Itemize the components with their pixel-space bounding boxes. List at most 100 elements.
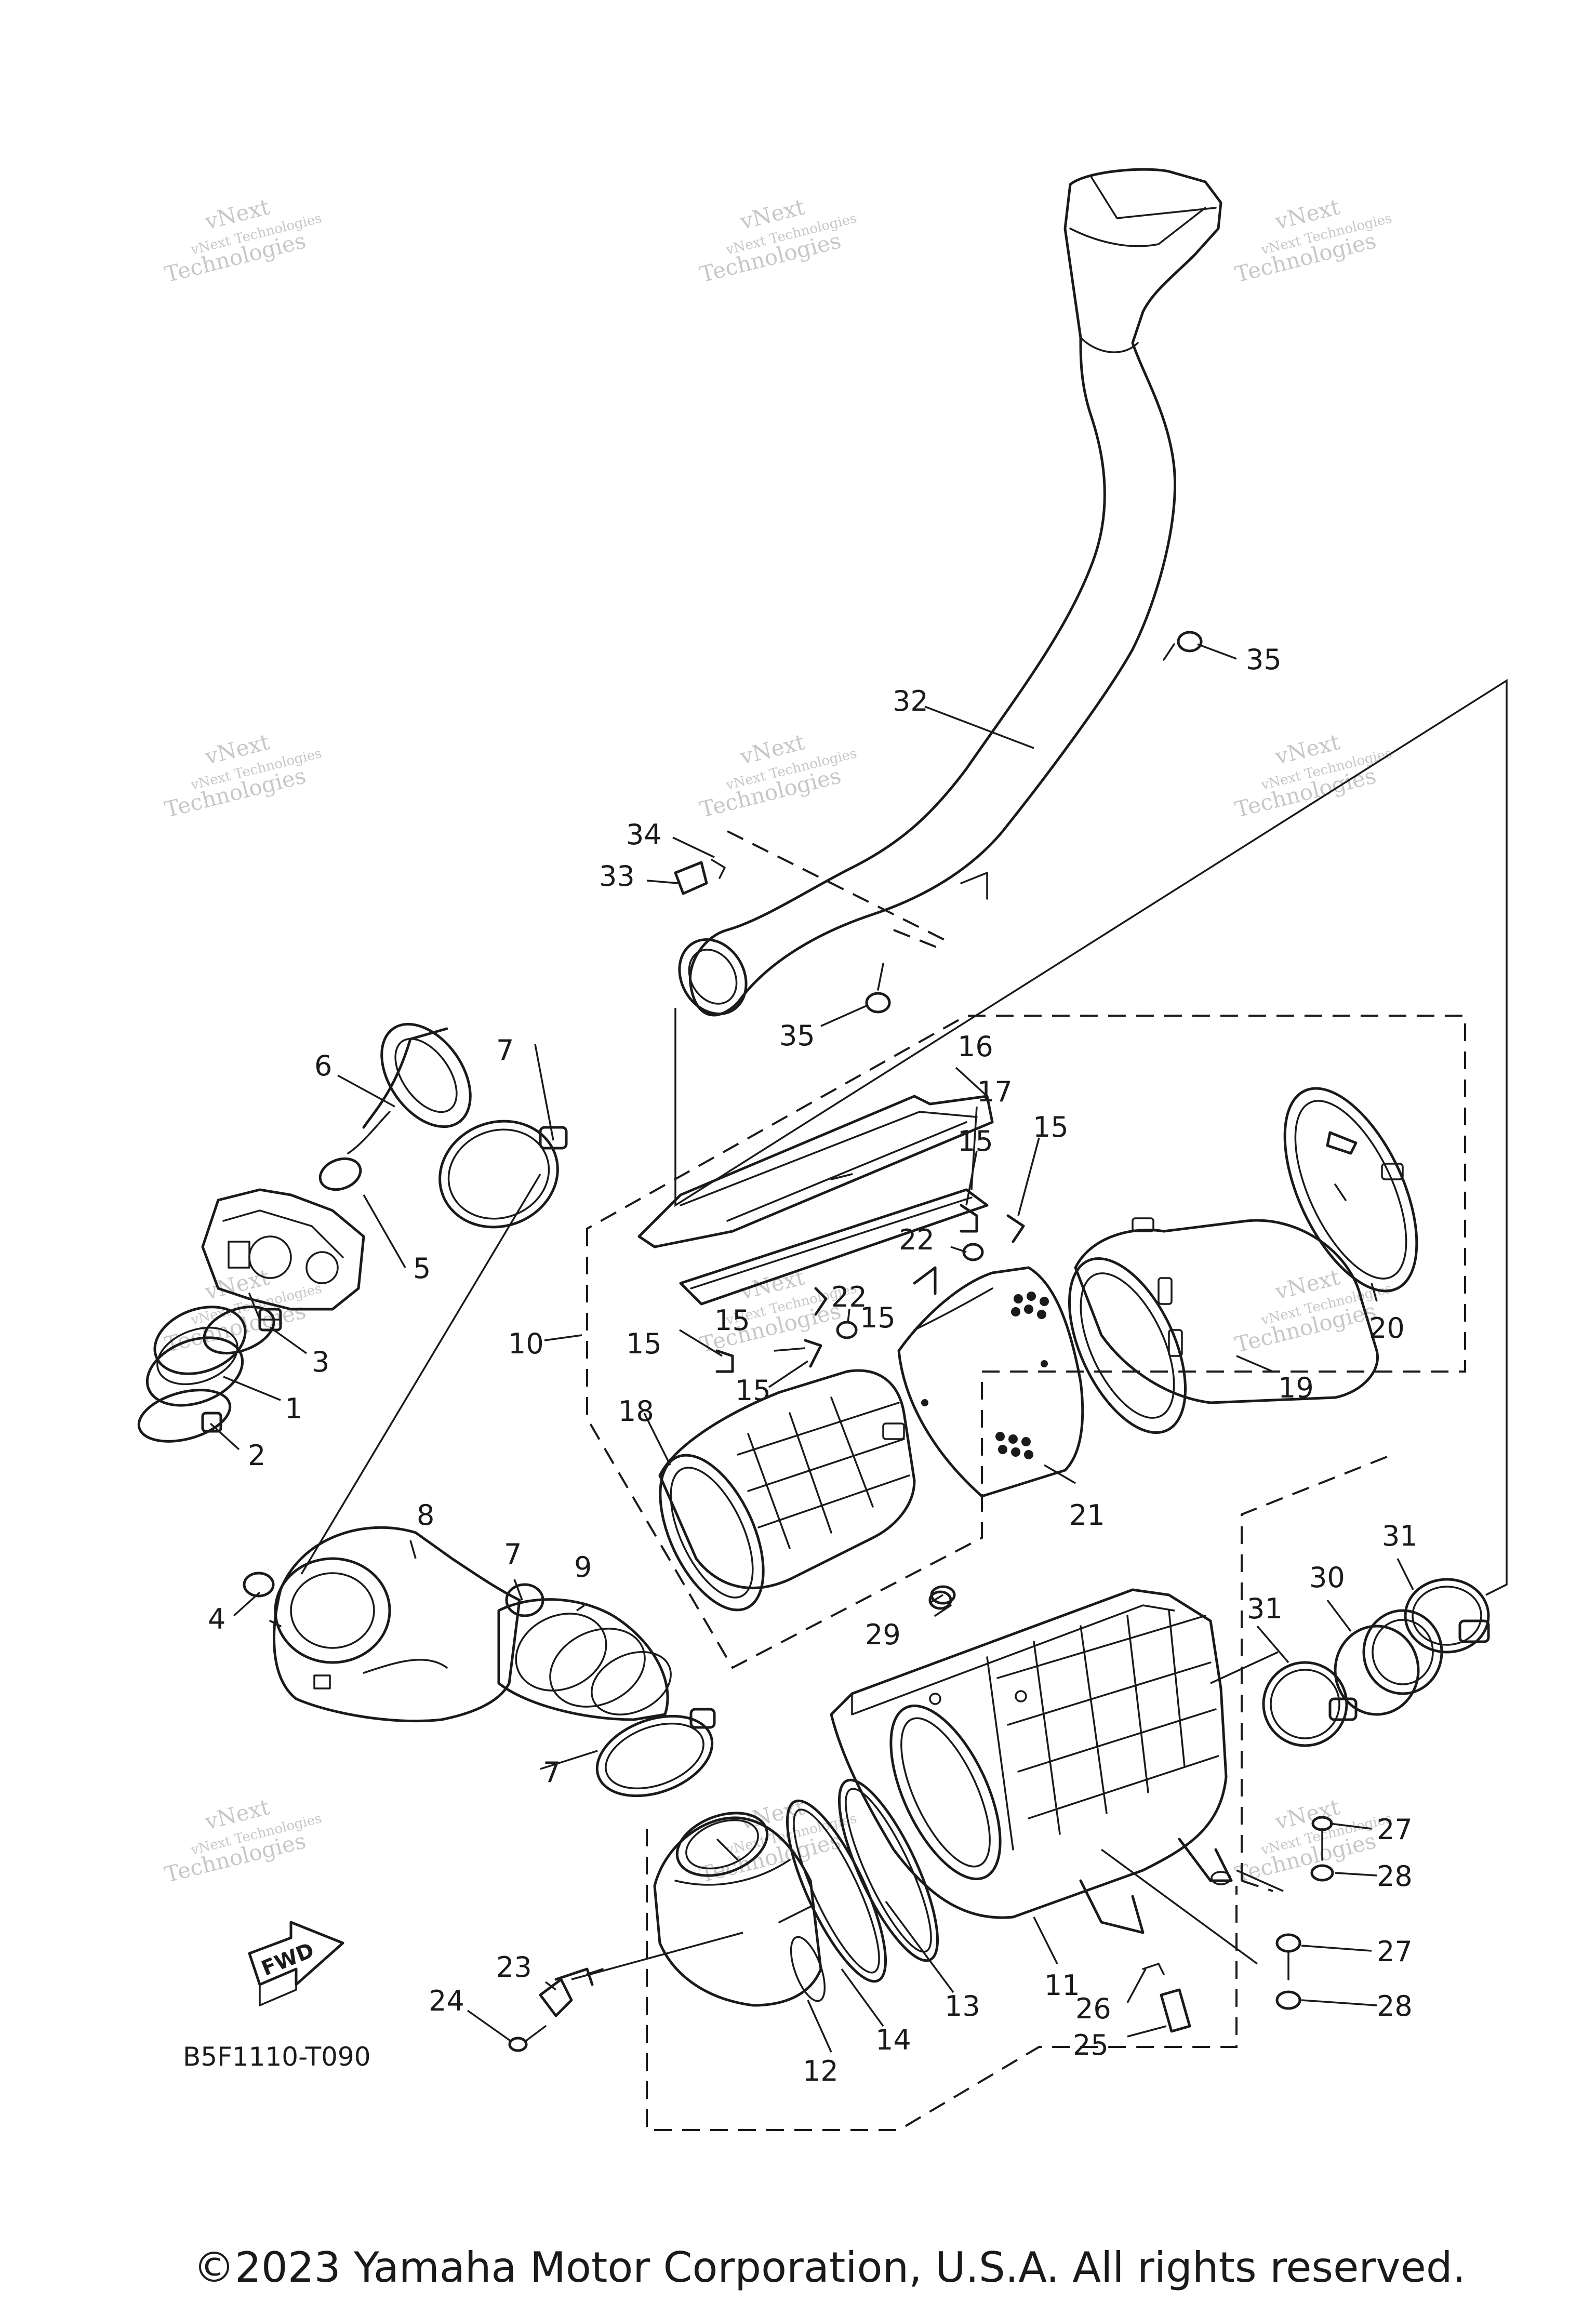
air-cleaner-case-part [830,1588,1233,1934]
watermark: vNext Technologies Technologies vNext [1232,729,1393,822]
callout-30: 30 [1309,1561,1345,1594]
callout-15: 15 [957,1125,993,1158]
bolt-part [930,1585,956,1605]
forward-arrow-icon: FWD [248,1921,344,2006]
joint-part [145,1306,247,1407]
callout-2: 2 [248,1439,265,1472]
watermark: vNext Technologies Technologies vNext [162,1794,323,1887]
intake-boot-part [653,1812,826,2007]
air-cleaner-cover-part [637,1095,994,1248]
callout-15: 15 [860,1301,896,1334]
watermark: vNext Technologies Technologies vNext [697,729,858,822]
snorkel-tube-part [678,168,1222,1017]
spring-clip-part [715,1204,1025,1373]
callout-22: 22 [899,1223,935,1256]
callout-11: 11 [1044,1969,1080,2002]
snorkel-connection-dash [727,830,946,941]
callout-27: 27 [1377,1935,1413,1968]
small-clamp-part [243,1572,275,1598]
callout-5: 5 [413,1252,431,1285]
callout-15: 15 [735,1374,771,1407]
callout-16: 16 [957,1030,993,1063]
callout-7: 7 [504,1538,522,1571]
callout-25: 25 [1073,2029,1109,2061]
callout-32: 32 [893,685,928,717]
callout-29: 29 [865,1618,901,1651]
snorkel-to-box-line [674,678,1508,1596]
callout-10: 10 [508,1327,544,1360]
grommet-part [865,631,1203,1014]
o-ring-part [318,1157,362,1191]
right-side-frame [1241,1454,1393,1881]
callout-21: 21 [1069,1499,1105,1532]
callout-28: 28 [1377,1860,1413,1893]
connection-lines [300,678,1508,1980]
callout-3: 3 [312,1346,329,1378]
watermark: vNext Technologies Technologies vNext [162,194,323,287]
drain-line [1100,1848,1258,1965]
callout-35: 35 [779,1019,815,1052]
callout-31: 31 [1247,1592,1283,1625]
callout-13: 13 [945,1990,980,2023]
callout-31: 31 [1382,1520,1418,1552]
screw-part [508,2025,547,2052]
clamp-to-boot-line [300,1174,541,1575]
callout-15: 15 [1033,1111,1069,1143]
callout-14: 14 [875,2024,911,2056]
callout-19: 19 [1278,1372,1314,1404]
hose-clamp-part [438,1120,568,1229]
intake-duct-frame [646,1829,1238,2131]
hose-clamp-part [595,1708,716,1798]
callout-33: 33 [599,860,635,893]
gasket-part [786,1799,887,1983]
callout-23: 23 [496,1951,532,1984]
watermark: vNext Technologies Technologies vNext [697,194,858,287]
resonator-joint-part [269,1526,521,1723]
box-to-bracket-line [1236,1869,1284,1892]
intake-duct-part [497,1598,672,1721]
filter-cap-part [1283,1087,1418,1293]
lower-boot-line [716,1838,739,1861]
box-to-clamp-line [1210,1651,1279,1684]
sensor-part [539,1967,604,2017]
washer-part [1275,1990,1301,2010]
air-cleaner-assembly-frame [586,1015,1466,1669]
clip-part [674,859,726,895]
callout-15: 15 [714,1304,750,1337]
clamp-part [1262,1661,1358,1747]
callout-22: 22 [831,1281,867,1313]
callout-4: 4 [208,1603,225,1635]
bolt-part [1275,1933,1301,1980]
callout-8: 8 [417,1499,434,1532]
callout-20: 20 [1369,1312,1405,1345]
watermark: vNext Technologies Technologies vNext [1232,194,1393,287]
callout-15: 15 [626,1327,662,1360]
callout-34: 34 [626,818,662,851]
callout-6: 6 [314,1049,332,1082]
copyright-notice: ©2023 Yamaha Motor Corporation, U.S.A. A… [193,2243,1466,2292]
seal-part [679,1188,989,1306]
callout-7: 7 [543,1756,561,1789]
callout-7: 7 [496,1034,514,1067]
throttle-joint-part [347,1022,472,1154]
callout-35: 35 [1246,643,1282,676]
callout-numbers: 35 32 34 33 35 7 6 16 17 15 15 5 22 22 1… [208,643,1418,2087]
callout-27: 27 [1377,1813,1413,1846]
callout-12: 12 [803,2055,839,2087]
gasket-part [837,1778,939,1962]
air-filter-element-part [897,1266,1084,1498]
drain-part [1142,1963,1191,2033]
assembly-frames [586,830,1466,2131]
snorkel-clip-dash [893,929,946,952]
callout-9: 9 [574,1551,592,1584]
clamp-part [137,1389,232,1443]
diagram-code: B5F1110-T090 [183,2042,371,2072]
clamp-part [1404,1578,1490,1654]
sensor-line [571,1932,743,1980]
callout-24: 24 [429,1985,464,2017]
nut-part [836,1243,984,1339]
callout-26: 26 [1075,1992,1111,2025]
callout-18: 18 [618,1395,654,1428]
filter-cage-part [658,1369,916,1612]
